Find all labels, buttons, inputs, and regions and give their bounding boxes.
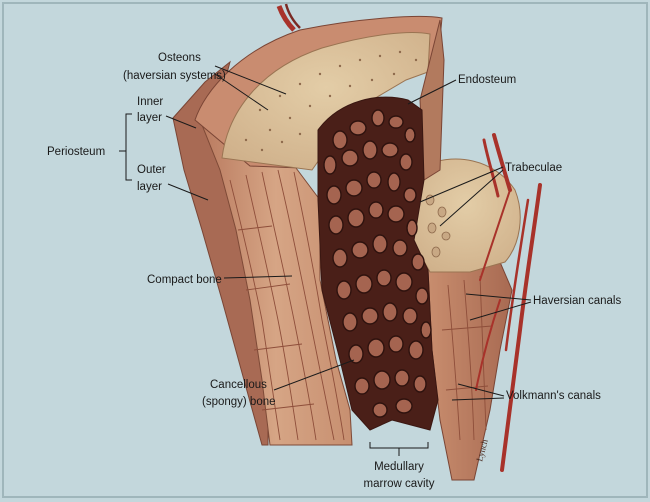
label-haversian-canals: Haversian canals <box>533 295 621 307</box>
label-inner-line2: layer <box>137 112 162 124</box>
label-trabeculae: Trabeculae <box>505 162 562 174</box>
label-osteons-line2: (haversian systems) <box>123 70 226 82</box>
label-inner-line1: Inner <box>137 96 163 108</box>
label-cancellous-line2: (spongy) bone <box>202 396 276 408</box>
label-volkmanns-canals: Volkmann's canals <box>506 390 601 402</box>
label-medullary-line1: Medullary <box>374 461 424 473</box>
label-osteons-line1: Osteons <box>158 52 201 64</box>
label-compact-bone: Compact bone <box>147 274 222 286</box>
label-periosteum: Periosteum <box>47 146 105 158</box>
label-cancellous-line1: Cancellous <box>210 379 267 391</box>
label-endosteum: Endosteum <box>458 74 516 86</box>
label-outer-line1: Outer <box>137 164 166 176</box>
label-medullary-line2: marrow cavity <box>364 478 435 490</box>
label-outer-line2: layer <box>137 181 162 193</box>
